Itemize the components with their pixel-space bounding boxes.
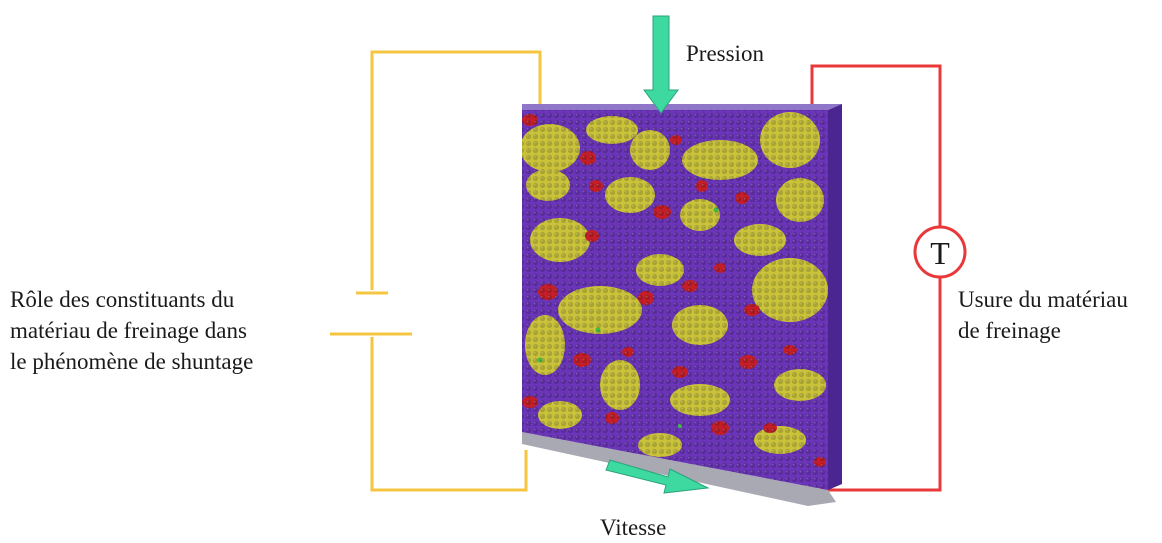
right-circuit — [810, 64, 967, 492]
speed-arrow — [605, 459, 710, 494]
left-circuit — [330, 50, 542, 492]
speed-label: Vitesse — [600, 515, 667, 540]
right-circuit-lower-wire — [820, 277, 942, 492]
slab-front-face — [522, 110, 828, 490]
slab-top-edge — [522, 104, 842, 110]
left-description: Rôle des constituants du matériau de fre… — [10, 284, 253, 377]
left-circuit-lower-wire — [370, 337, 528, 492]
left-circuit-upper-wire — [370, 50, 542, 290]
friction-material-slab — [522, 104, 842, 506]
slab-bottom-plate — [522, 432, 836, 506]
slab-right-side — [828, 104, 842, 490]
right-description-line-2: de freinage — [958, 318, 1061, 343]
left-description-line-1: Rôle des constituants du — [10, 287, 235, 312]
left-description-line-2: matériau de freinage dans — [10, 318, 247, 343]
granule-overlay — [522, 110, 828, 490]
pressure-label: Pression — [686, 41, 764, 66]
meter-symbol: T — [930, 235, 950, 271]
right-circuit-upper-wire — [810, 64, 942, 228]
pressure-arrow — [643, 15, 679, 114]
right-description-line-1: Usure du matériau — [958, 287, 1128, 312]
left-description-line-3: le phénomène de shuntage — [10, 349, 254, 374]
right-description: Usure du matériau de freinage — [958, 284, 1128, 346]
